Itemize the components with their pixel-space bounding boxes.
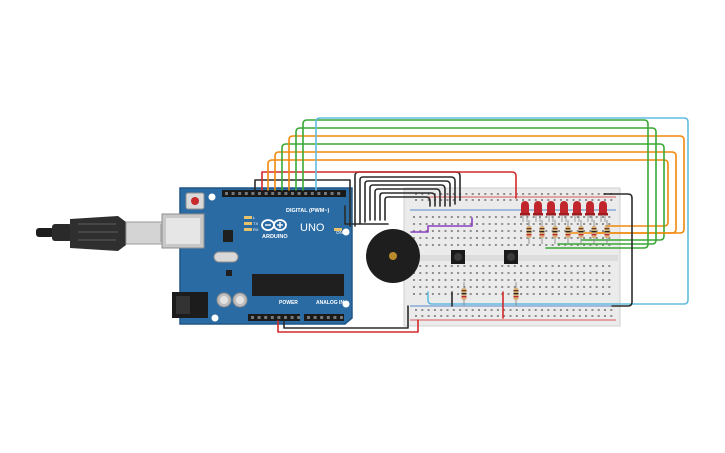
resistor-icon[interactable] bbox=[461, 282, 467, 306]
wire-orange[interactable] bbox=[274, 151, 677, 234]
model-label: UNO bbox=[300, 222, 325, 234]
arduino-uno-board[interactable]: DIGITAL (PWM~) POWER ANALOG IN ON TX RX … bbox=[161, 187, 353, 325]
wire-black[interactable] bbox=[384, 196, 431, 221]
atmega-chip bbox=[252, 274, 344, 296]
analog-header[interactable] bbox=[304, 314, 344, 321]
resistor-icon[interactable] bbox=[591, 220, 597, 244]
resistor-icon[interactable] bbox=[552, 220, 558, 244]
l-label: L bbox=[253, 215, 256, 220]
wire-purple[interactable] bbox=[410, 217, 473, 233]
power-label: POWER bbox=[279, 300, 298, 306]
wire-black[interactable] bbox=[379, 192, 436, 221]
wire-black[interactable] bbox=[603, 193, 633, 307]
usb-cable-icon bbox=[36, 216, 166, 251]
wire-blue[interactable] bbox=[315, 117, 689, 305]
resistor-icon[interactable] bbox=[513, 282, 519, 306]
wire-black[interactable] bbox=[364, 180, 451, 223]
led-icon[interactable] bbox=[559, 201, 569, 222]
digital-header-label: DIGITAL (PWM~) bbox=[286, 208, 330, 214]
resistor-icon[interactable] bbox=[604, 220, 610, 244]
resistor-icon[interactable] bbox=[565, 220, 571, 244]
analog-label: ANALOG IN bbox=[316, 300, 344, 306]
wires-group bbox=[254, 117, 689, 333]
pushbutton-icon[interactable] bbox=[504, 250, 518, 264]
wire-green[interactable] bbox=[295, 127, 657, 245]
wire-red[interactable] bbox=[277, 319, 419, 333]
resistor-icon[interactable] bbox=[539, 220, 545, 244]
wire-black[interactable] bbox=[374, 188, 441, 221]
digital-header[interactable] bbox=[222, 190, 346, 197]
led-icon[interactable] bbox=[572, 201, 582, 222]
resistor-icon[interactable] bbox=[526, 220, 532, 244]
power-header[interactable] bbox=[248, 314, 300, 321]
resistor-icon[interactable] bbox=[578, 220, 584, 244]
led-icon[interactable] bbox=[598, 201, 608, 222]
wire-orange[interactable] bbox=[267, 159, 669, 227]
wire-black[interactable] bbox=[359, 176, 456, 225]
arduino-logo-icon bbox=[261, 219, 287, 231]
on-label: ON bbox=[336, 230, 343, 235]
led-row bbox=[520, 201, 608, 222]
pushbutton-icon[interactable] bbox=[451, 250, 465, 264]
wire-black[interactable] bbox=[283, 305, 409, 329]
brand-label: ARDUINO bbox=[262, 234, 288, 240]
buzzer-icon[interactable] bbox=[366, 229, 420, 283]
resistor-group bbox=[461, 220, 610, 306]
rx-label: RX bbox=[253, 227, 259, 232]
tx-label: TX bbox=[253, 221, 258, 226]
wire-orange[interactable] bbox=[288, 135, 685, 234]
wire-black[interactable] bbox=[344, 205, 389, 225]
led-icon[interactable] bbox=[520, 201, 530, 222]
led-icon[interactable] bbox=[585, 201, 595, 222]
wire-red[interactable] bbox=[261, 171, 517, 199]
wire-green[interactable] bbox=[302, 119, 649, 249]
led-icon[interactable] bbox=[546, 201, 556, 222]
wire-black[interactable] bbox=[369, 184, 446, 221]
led-icon[interactable] bbox=[533, 201, 543, 222]
wire-green[interactable] bbox=[281, 143, 665, 241]
